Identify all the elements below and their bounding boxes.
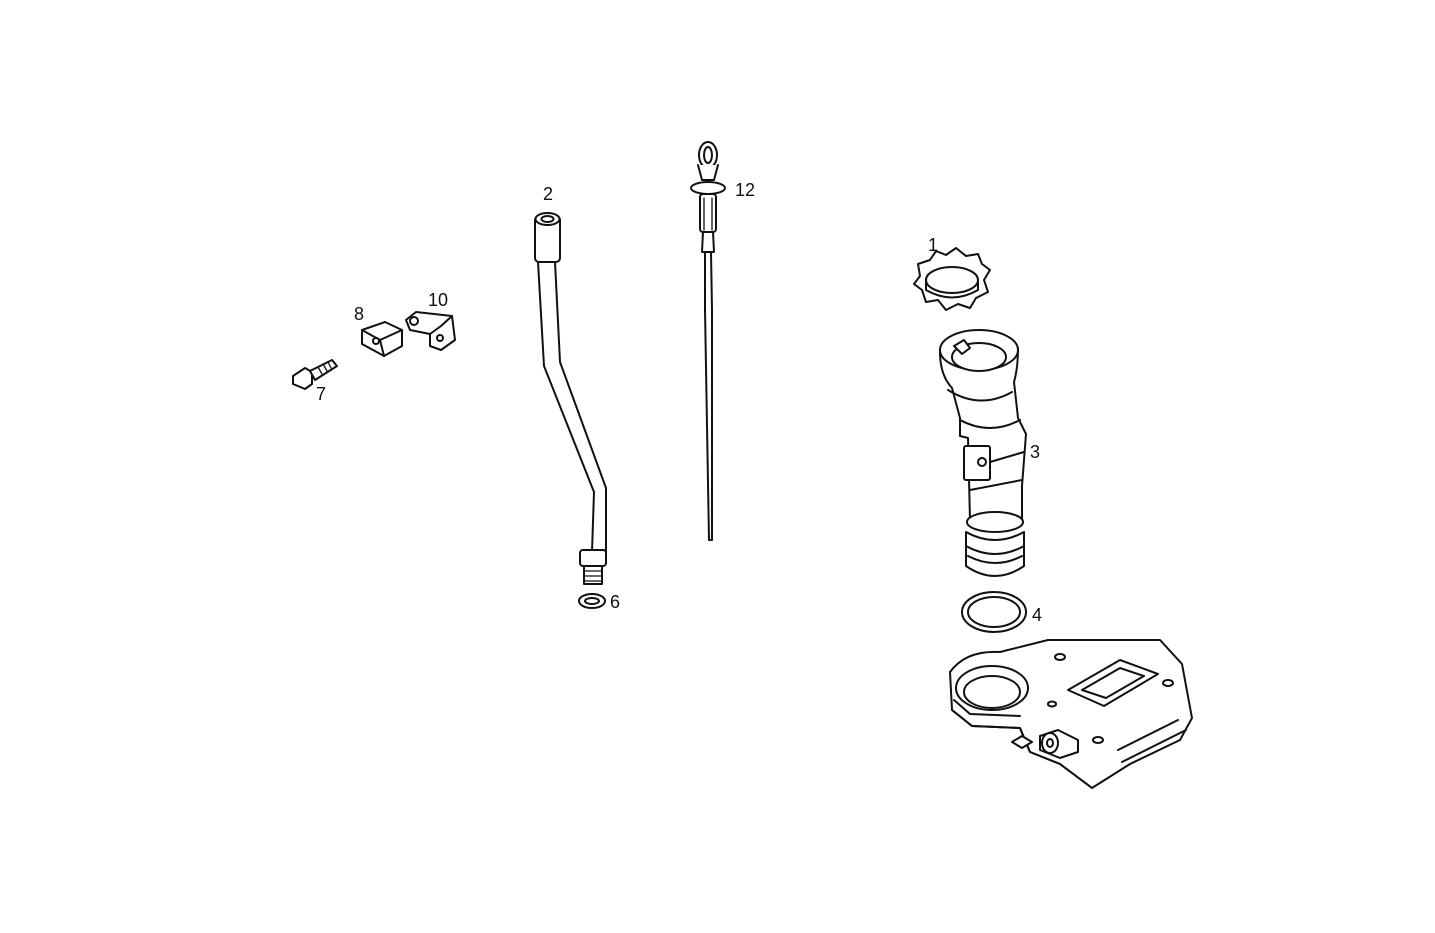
callout-8: 8 xyxy=(354,304,364,324)
part-2-guide-tube xyxy=(534,212,607,585)
part-1-filler-cap xyxy=(913,247,991,311)
part-3-filler-neck xyxy=(939,329,1027,577)
callout-1: 1 xyxy=(928,235,938,255)
part-7-bolt xyxy=(292,359,338,390)
housing-cover xyxy=(949,639,1193,789)
part-8-bracket xyxy=(361,321,403,357)
part-12-dipstick xyxy=(690,141,726,541)
callout-10: 10 xyxy=(428,290,448,310)
part-10-bracket-plate xyxy=(405,311,456,351)
callout-3: 3 xyxy=(1030,442,1040,462)
callout-6: 6 xyxy=(610,592,620,612)
part-6-sealing-ring xyxy=(578,593,606,609)
callout-2: 2 xyxy=(543,184,553,204)
callout-12: 12 xyxy=(735,180,755,200)
callout-7: 7 xyxy=(316,384,326,404)
part-4-o-ring xyxy=(961,591,1027,633)
callout-4: 4 xyxy=(1032,605,1042,625)
